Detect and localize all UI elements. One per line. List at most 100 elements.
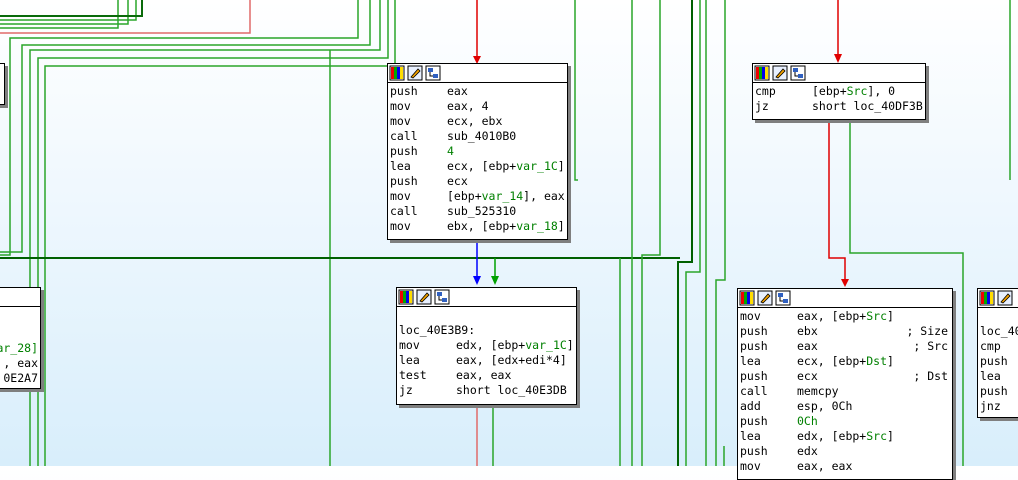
group-nodes-icon[interactable] [434,289,450,305]
code-line: push [980,384,1018,399]
operand: eax, 4 [447,99,489,113]
comment [818,444,950,459]
code-line: mov eax, eax [740,459,950,474]
location-label[interactable]: loc_40E3B9: [399,323,476,337]
mnemonic: push [390,174,418,188]
mnemonic: call [390,204,418,218]
mnemonic: cmp [980,339,1001,353]
stack-var[interactable]: var_1C [516,159,558,173]
color-palette-icon[interactable] [398,289,414,305]
graph-node-right-partial[interactable]: loc_40 cmp push lea push jnz [977,288,1018,418]
code-line: mov [ebp+var_14], eax [390,189,565,204]
operand: eax, eax [456,368,512,382]
color-palette-icon[interactable] [979,290,995,306]
operand: ecx [797,369,818,383]
operand[interactable]: sub_4010B0 [447,129,517,143]
graph-edges [0,0,1011,466]
stack-var[interactable]: var_14 [481,189,524,203]
group-nodes-icon[interactable] [790,65,806,81]
code-line: mov ebx, [ebp+var_18] [390,219,565,234]
edit-node-icon[interactable] [757,290,773,306]
code-line: 0E2A7 [0,371,38,386]
mnemonic: mov [390,219,411,233]
code-line: ar_28] [0,341,38,356]
code-line: loc_40 [980,324,1018,339]
group-nodes-icon[interactable] [775,290,791,306]
stack-var[interactable]: Src [846,84,868,98]
code-line: , eax [0,356,38,371]
operand[interactable]: memcpy [797,384,839,398]
color-palette-icon[interactable] [739,290,755,306]
stack-var[interactable]: Dst [866,354,888,368]
node-toolbar [738,289,952,308]
mnemonic: cmp [755,84,776,98]
code-line: call sub_525310 [390,204,565,219]
graph-node-left-top-partial[interactable] [0,63,5,105]
group-nodes-icon[interactable] [425,65,441,81]
stack-var[interactable]: var_18 [516,219,558,233]
color-palette-icon[interactable] [389,65,405,81]
node-toolbar [978,289,1018,308]
code-line: jz short loc_40DF3B [755,99,923,114]
stack-var[interactable]: Src [866,429,888,443]
mnemonic: lea [740,429,761,443]
mnemonic: jz [755,99,769,113]
operand: eax, [edx+edi*4] [456,353,567,367]
code-line: cmp [980,339,1018,354]
operand: 4 [447,144,454,158]
mnemonic: mov [399,338,420,352]
operand: 0Ch [797,414,818,428]
mnemonic: jnz [980,399,1001,413]
operand: [ebp+var_14], eax [447,189,565,203]
operand: ebx [797,324,818,338]
operand: edx [797,444,818,458]
operand: ecx, [ebp+var_1C] [447,159,565,173]
operand: ebx, [ebp+var_18] [447,219,565,233]
node-toolbar [397,288,576,307]
operand: ar_28] [0,341,38,355]
edit-node-icon[interactable] [772,65,788,81]
code-line: push [980,354,1018,369]
mnemonic: push [740,369,768,383]
color-palette-icon[interactable] [754,65,770,81]
operand[interactable]: sub_525310 [447,204,517,218]
edit-node-icon[interactable] [997,290,1013,306]
graph-node-left-partial[interactable]: ar_28] , eax 0E2A7 [0,287,41,389]
mnemonic: mov [390,189,411,203]
comment [852,399,950,414]
operand[interactable]: short loc_40E3DB [456,383,567,397]
operand: 0E2A7 [3,371,38,385]
edit-node-icon[interactable] [416,289,432,305]
stack-var[interactable]: var_1C [525,338,567,352]
comment: ; Size [906,324,948,338]
code-line: jnz [980,399,1018,414]
code-line: lea [980,369,1018,384]
mnemonic: push [390,144,418,158]
operand: eax, eax [797,459,853,473]
location-label[interactable]: loc_40 [980,324,1018,338]
code-line: push 4 [390,144,565,159]
comment [894,309,950,324]
comment [839,384,950,399]
mnemonic: mov [390,114,411,128]
mnemonic: mov [740,459,761,473]
comment [818,414,950,429]
mnemonic: push [390,84,418,98]
stack-var[interactable]: Src [866,309,888,323]
edit-node-icon[interactable] [407,65,423,81]
operand[interactable]: short loc_40DF3B [812,99,923,113]
comment [894,354,950,369]
mnemonic: mov [740,309,761,323]
mnemonic: push [740,444,768,458]
